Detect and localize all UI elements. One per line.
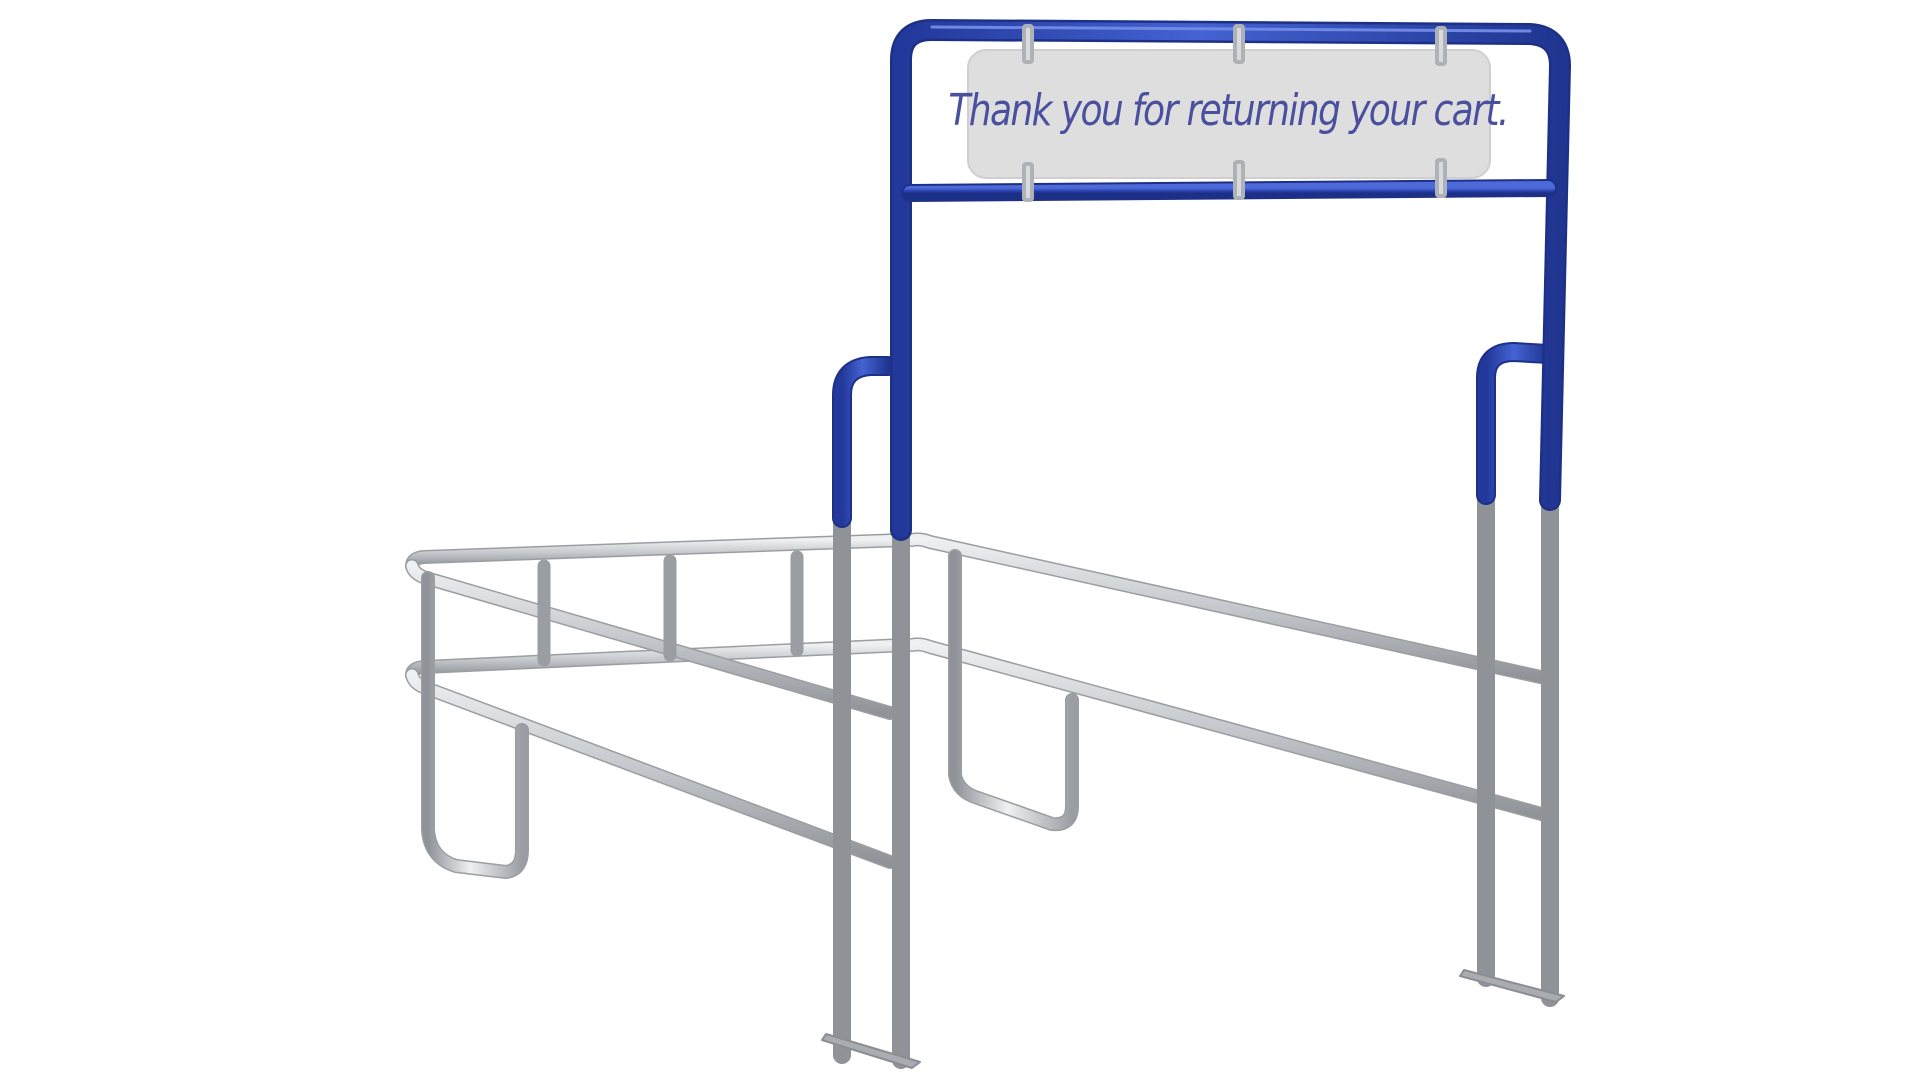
right-rail-section [905,532,1552,832]
front-left-posts [821,356,921,1069]
sign-text: Thank you for returning your cart. [948,84,1509,136]
front-left-base-plate [821,1033,921,1069]
sign-frame [890,19,1571,541]
front-right-posts [1459,342,1565,1007]
balusters-back [537,550,804,667]
sign-clips [1022,24,1447,202]
right-mid-foot [948,549,1079,832]
front-right-base-plate [1459,969,1565,1003]
front-right-short-blue-cap [1476,342,1558,505]
sign-panel [967,49,1491,179]
left-rail-section [405,533,912,879]
